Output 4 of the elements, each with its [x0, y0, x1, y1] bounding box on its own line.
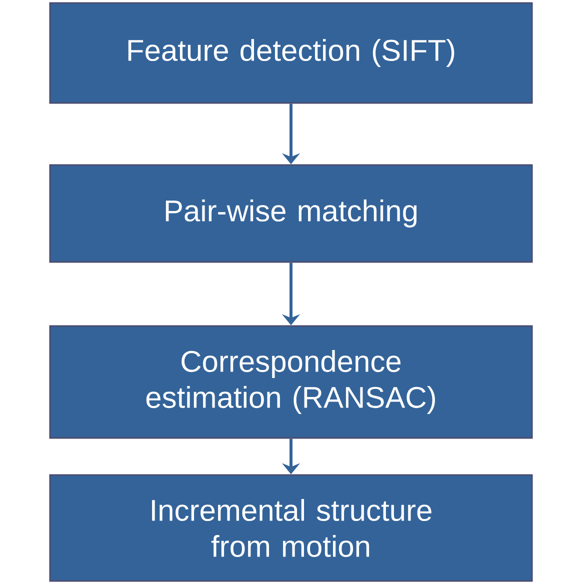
process-box: Incremental structure from motion	[49, 474, 533, 582]
process-box: Pair-wise matching	[49, 164, 533, 263]
process-box: Correspondence estimation (RANSAC)	[49, 325, 533, 439]
process-box: Feature detection (SIFT)	[49, 2, 533, 104]
